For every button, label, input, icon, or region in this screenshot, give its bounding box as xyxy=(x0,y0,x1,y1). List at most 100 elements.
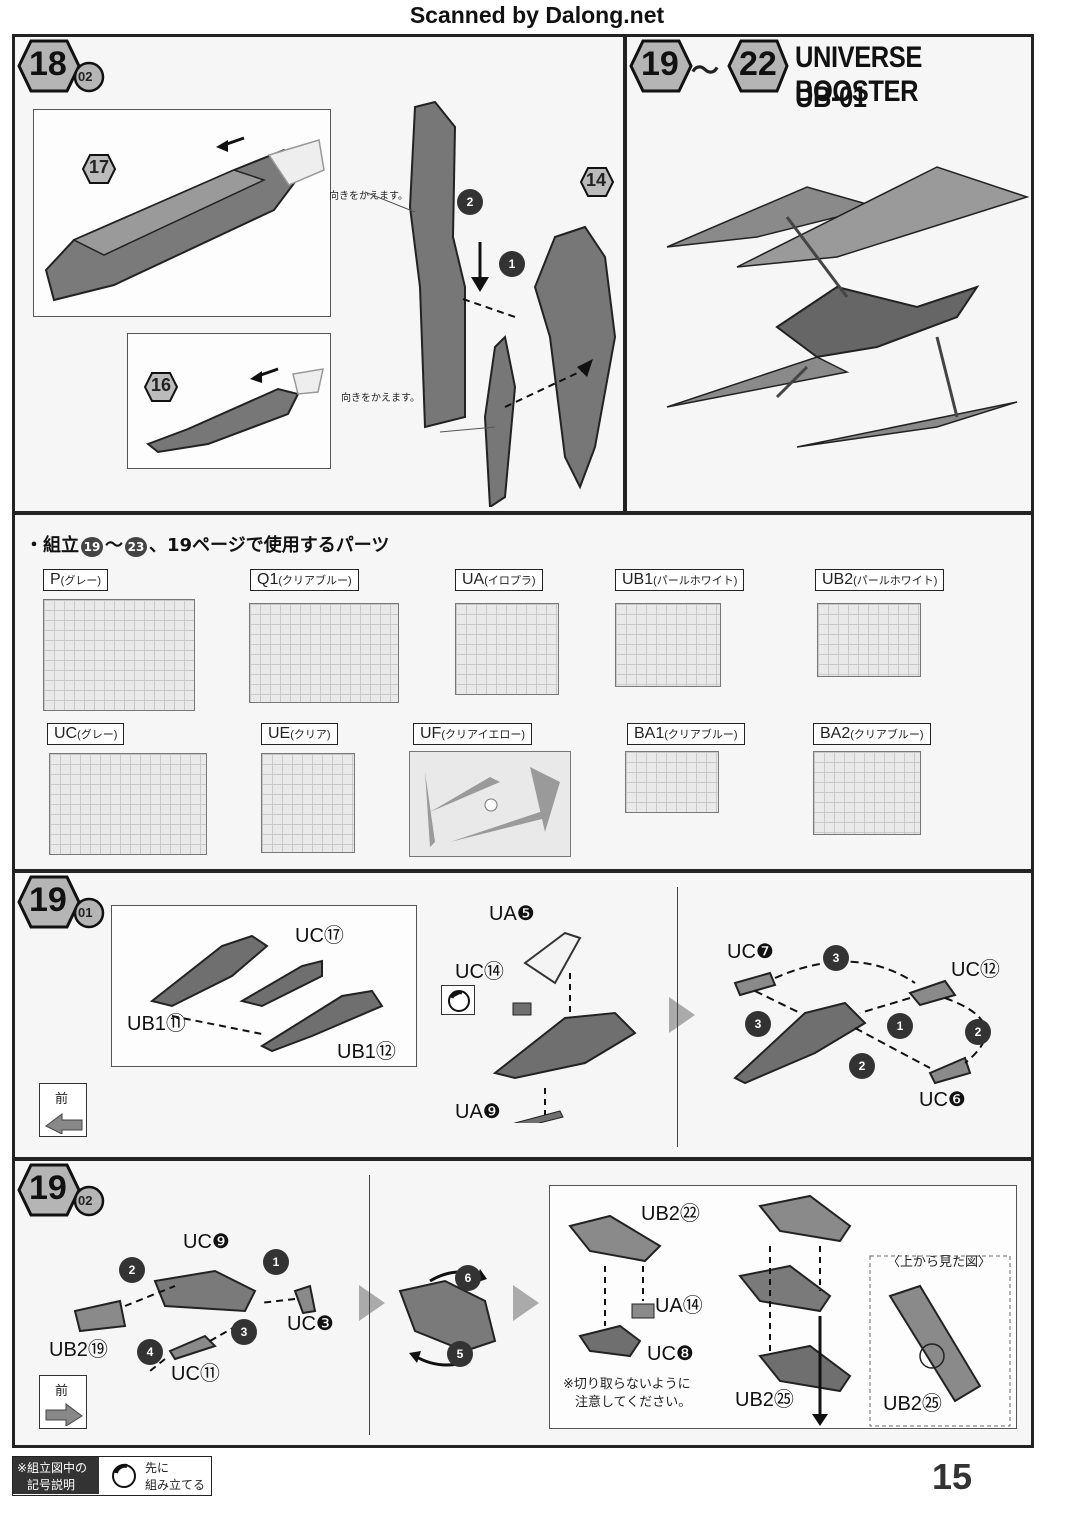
uf-fin-shapes xyxy=(425,767,560,847)
part17-number-badge: 17 xyxy=(81,154,117,188)
label-ua14: UA⑭ xyxy=(655,1295,703,1317)
label-uc11: UC⑪ xyxy=(171,1363,220,1385)
step18-note-a: 向きをかえます。 xyxy=(329,191,408,202)
runner-color: (イロプラ) xyxy=(484,575,536,587)
label-ub2-19: UB2⑲ xyxy=(49,1339,108,1361)
runner-color: (グレー) xyxy=(60,575,101,587)
step18-number: 18 xyxy=(29,45,67,83)
step19-02-rotation-illustration xyxy=(398,1269,497,1367)
symbol-legend: ※組立図中の 記号説明 先に 組み立てる xyxy=(12,1456,212,1496)
step19-02-sub-number: 02 xyxy=(78,1193,93,1208)
front-direction-marker-b: 前 xyxy=(39,1375,87,1429)
step19-22-tilde: 〜 xyxy=(691,54,720,87)
runner-ua-illustration xyxy=(455,603,559,695)
label-uc9: UC❾ xyxy=(183,1231,230,1253)
heading-prefix: ・組立 xyxy=(25,535,79,556)
runner-code: UB2 xyxy=(822,571,854,588)
step18-note-b: 向きをかえます。 xyxy=(341,393,420,404)
legend-mark-line2: 組み立てる xyxy=(145,1478,206,1492)
runner-ba2-illustration xyxy=(813,751,921,835)
runner-ue-illustration xyxy=(261,753,355,853)
step19-02-badge: 19 02 xyxy=(17,1163,107,1223)
heading-suffix: 、19ページで使用するパーツ xyxy=(149,535,390,556)
part16-number: 16 xyxy=(151,375,172,395)
step19-02-panel: 19 02 UC❾ UC❸ UB2⑲ UC⑪ 2 1 3 4 6 5 xyxy=(12,1158,1034,1448)
universe-booster-illustration xyxy=(666,166,1030,448)
runner-code: UF xyxy=(420,725,442,742)
runner-uc-illustration xyxy=(49,753,207,855)
label-uc17: UC⑰ xyxy=(295,925,344,947)
cut-warning-line2: 注意してください。 xyxy=(575,1395,692,1410)
runner-color: (クリアブルー) xyxy=(850,729,924,741)
runner-color: (クリアブルー) xyxy=(664,729,738,741)
label-uc8: UC❽ xyxy=(647,1343,694,1365)
runner-label-ue: UE(クリア) xyxy=(261,723,338,745)
heading-tilde: 〜 xyxy=(105,535,123,556)
legend-line2: 記号説明 xyxy=(27,1478,76,1492)
label-ub2-25b: UB2㉕ xyxy=(883,1393,942,1415)
label-ub2-22: UB2㉒ xyxy=(641,1203,700,1225)
step19-02-order-5: 5 xyxy=(447,1341,473,1367)
step19-01-order-2b: 2 xyxy=(849,1053,875,1079)
step19-22-panel: 19 〜 22 UNIVERSE BOOSTER UB-01 xyxy=(624,34,1034,514)
runner-code: P xyxy=(50,571,61,588)
runner-uf-illustration xyxy=(409,751,571,857)
step19-01-order-1: 1 xyxy=(887,1013,913,1039)
step19-01-middle-illustration xyxy=(492,931,637,1123)
step19-01-panel: 19 01 UC⑰ UB1⑪ UB1⑫ UA❺ UC⑭ UA❾ xyxy=(12,870,1034,1160)
step18-assembly-illustration xyxy=(364,100,617,507)
part14-number-badge: 14 xyxy=(579,167,615,201)
runner-color: (クリアブルー) xyxy=(278,575,352,587)
step18-sub-number: 02 xyxy=(78,69,93,84)
step19-02-left-illustration xyxy=(73,1269,317,1372)
runner-label-ba1: BA1(クリアブルー) xyxy=(627,723,745,745)
part16-number-badge: 16 xyxy=(143,372,179,406)
part17-illustration xyxy=(44,136,325,302)
runner-label-ua: UA(イロプラ) xyxy=(455,569,543,591)
runner-color: (クリア) xyxy=(290,729,331,741)
step-badge-shape xyxy=(17,39,105,93)
runner-label-ub1: UB1(パールホワイト) xyxy=(615,569,745,591)
heading-from-step: 19 xyxy=(81,537,103,557)
label-ua9: UA❾ xyxy=(455,1101,501,1123)
step18-panel: 18 02 17 向きをかえます。 16 向きをかえます。 xyxy=(12,34,626,514)
step19-01-right-illustration xyxy=(733,960,987,1085)
runner-label-ba2: BA2(クリアブルー) xyxy=(813,723,931,745)
label-ub1-12: UB1⑫ xyxy=(337,1041,396,1063)
step19-02-detail-box xyxy=(549,1185,1017,1429)
runner-code: UA xyxy=(462,571,485,588)
runner-ub1-illustration xyxy=(615,603,721,687)
heading-to-step: 23 xyxy=(125,537,147,557)
label-ub2-25a: UB2㉕ xyxy=(735,1389,794,1411)
runner-code: UB1 xyxy=(622,571,654,588)
step19-02-order-6: 6 xyxy=(455,1265,481,1291)
step19-22-start: 19 xyxy=(641,45,679,83)
universe-booster-code: UB-01 xyxy=(795,81,867,114)
next-arrow-icon xyxy=(669,997,695,1033)
runner-label-uf: UF(クリアイエロー) xyxy=(413,723,532,745)
legend-title-box xyxy=(13,1457,99,1494)
part17-number: 17 xyxy=(89,157,110,177)
runner-ba1-illustration xyxy=(625,751,719,813)
runner-code: UC xyxy=(54,725,78,742)
label-uc14: UC⑭ xyxy=(455,961,504,983)
step19-01-order-3a: 3 xyxy=(823,945,849,971)
step19-01-number: 19 xyxy=(29,881,67,919)
runner-label-p: P(グレー) xyxy=(43,569,108,591)
label-ub1-11: UB1⑪ xyxy=(127,1013,186,1035)
runner-label-uc: UC(グレー) xyxy=(47,723,125,745)
legend-mark-line1: 先に xyxy=(145,1461,170,1475)
label-uc6: UC❻ xyxy=(919,1089,966,1111)
step19-01-sub-number: 01 xyxy=(78,905,93,920)
step19-02-order-1: 1 xyxy=(263,1249,289,1275)
runner-color: (パールホワイト) xyxy=(853,575,938,587)
runner-p-illustration xyxy=(43,599,195,711)
legend-line1: ※組立図中の xyxy=(17,1461,88,1475)
runner-color: (グレー) xyxy=(77,729,118,741)
front-label-b: 前 xyxy=(55,1384,69,1399)
front-arrow-icon-b xyxy=(45,1403,83,1426)
next-arrow-icon-a xyxy=(359,1285,385,1321)
runner-color: (クリアイエロー) xyxy=(441,729,525,741)
runner-code: Q1 xyxy=(257,571,279,588)
